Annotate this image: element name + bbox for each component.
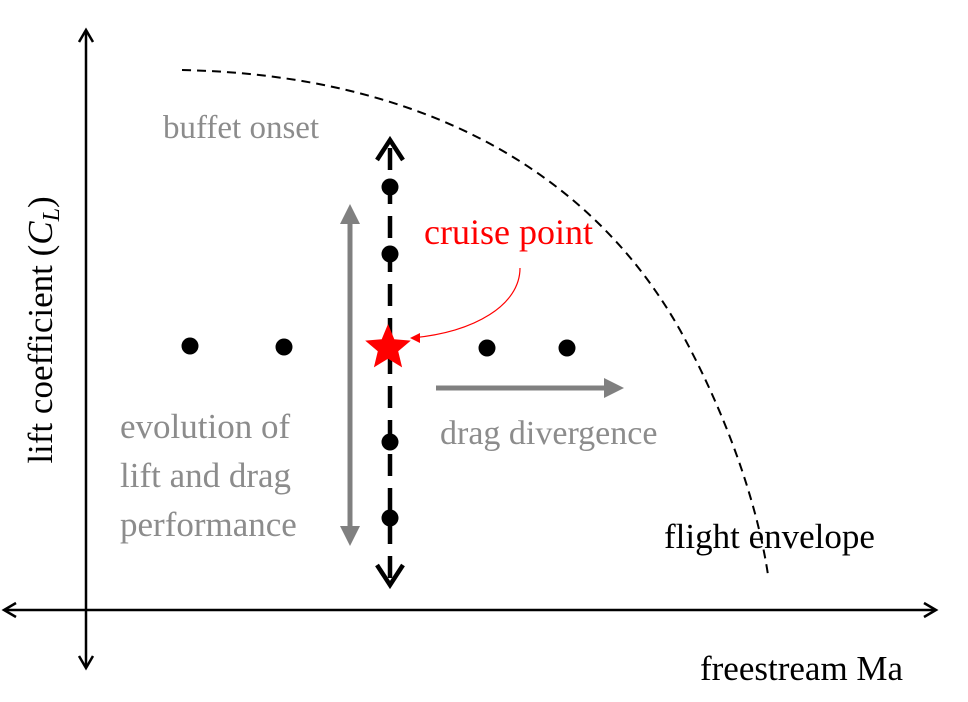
y-axis-label: lift coefficient (CL) <box>21 196 65 463</box>
flight-envelope-curve <box>181 69 769 576</box>
flight-envelope-label: flight envelope <box>664 517 875 556</box>
cruise-point-star <box>365 324 411 368</box>
data-point <box>381 245 399 263</box>
vertical-dashed-arrow <box>375 135 405 590</box>
evolution-label-line1: evolution of <box>120 407 290 446</box>
y-axis <box>77 27 95 671</box>
cruise-pointer-arrow <box>410 267 521 343</box>
data-point <box>478 339 496 357</box>
evolution-gray-arrow <box>340 204 360 546</box>
data-point <box>381 433 399 451</box>
data-point <box>558 339 576 357</box>
evolution-label-line3: performance <box>120 505 297 544</box>
drag-divergence-label: drag divergence <box>440 415 657 452</box>
drag-divergence-arrow <box>436 378 624 398</box>
data-point <box>181 337 199 355</box>
cruise-point-label: cruise point <box>424 212 593 252</box>
evolution-label-line2: lift and drag <box>120 456 291 495</box>
data-point <box>381 509 399 527</box>
data-point <box>275 338 293 356</box>
x-axis-label: freestream Ma <box>700 649 904 688</box>
data-point <box>381 178 399 196</box>
buffet-onset-label: buffet onset <box>163 110 319 146</box>
x-axis <box>1 601 939 619</box>
